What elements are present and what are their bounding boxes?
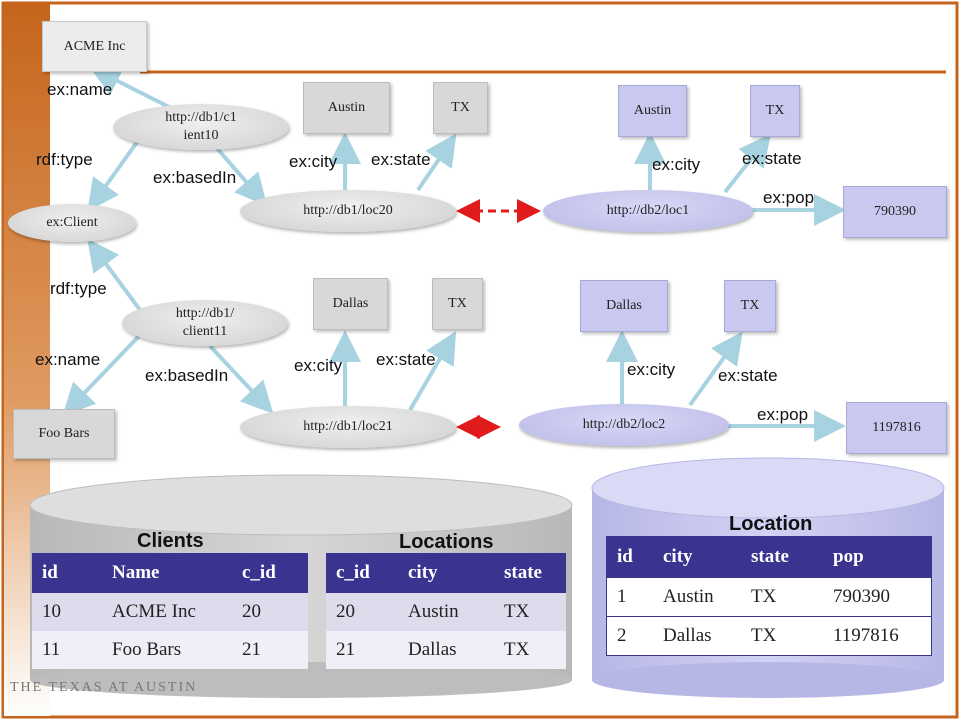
austin-node-db2: Austin (618, 85, 687, 137)
edge-label-basedin-1: ex:basedIn (153, 168, 237, 187)
cell: Foo Bars (102, 631, 232, 669)
edge-label-city-2: ex:city (652, 155, 701, 174)
cell: Austin (653, 577, 741, 617)
edge-loc20-state (416, 133, 457, 192)
clients-table: id Name c_id 10 ACME Inc 20 11 Foo Bars … (32, 553, 308, 669)
locations-table-title: Locations (399, 531, 494, 553)
table-header-row: c_id city state (326, 553, 566, 593)
col-state-header: state (741, 536, 823, 578)
clients-table-title: Clients (137, 530, 204, 552)
edge-client11-name (62, 333, 142, 416)
cell: 11 (32, 631, 102, 669)
cell: TX (741, 577, 823, 617)
edge-label-type-1: rdf:type (36, 150, 93, 169)
edge-label-state-3: ex:state (376, 350, 436, 369)
cell: 20 (326, 593, 398, 631)
acme-inc-node: ACME Inc (42, 21, 147, 72)
cell: Dallas (653, 616, 741, 656)
cell: Austin (398, 593, 494, 631)
col-id-header: id (606, 536, 653, 578)
edge-client11-type (87, 238, 142, 312)
austin-node-db1: Austin (303, 82, 390, 134)
col-pop-header: pop (823, 536, 932, 578)
dallas-node-db2: Dallas (580, 280, 668, 332)
pop-node-790390: 790390 (843, 186, 947, 238)
edge-db2loc2-state (688, 331, 743, 407)
col-name-header: Name (102, 553, 232, 593)
cell: Dallas (398, 631, 494, 669)
tx-node-db2-a: TX (750, 85, 800, 137)
col-state-header: state (494, 553, 566, 593)
client10-node: http://db1/c1 ient10 (113, 104, 289, 150)
table-row: 2 Dallas TX 1197816 (606, 616, 932, 656)
edge-label-city-1: ex:city (289, 152, 338, 171)
locations-table: c_id city state 20 Austin TX 21 Dallas T… (326, 553, 566, 669)
edge-label-city-3: ex:city (294, 356, 343, 375)
edge-loc21-state (408, 331, 457, 412)
table-row: 10 ACME Inc 20 (32, 593, 308, 631)
table-header-row: id city state pop (606, 536, 932, 578)
cell: 790390 (823, 577, 932, 617)
location-table: id city state pop 1 Austin TX 790390 2 D… (606, 536, 932, 656)
db2-loc1-node: http://db2/loc1 (543, 190, 753, 232)
db2-loc2-node: http://db2/loc2 (519, 404, 729, 446)
edge-label-pop-1: ex:pop (763, 188, 815, 207)
tx-node-db1-b: TX (432, 278, 483, 330)
loc21-node: http://db1/loc21 (240, 406, 456, 448)
edge-client11-basedin (208, 344, 274, 414)
cell: TX (494, 631, 566, 669)
table-row: 20 Austin TX (326, 593, 566, 631)
table-row: 11 Foo Bars 21 (32, 631, 308, 669)
tx-node-db1-a: TX (433, 82, 488, 134)
dallas-node-db1: Dallas (313, 278, 388, 330)
cell: TX (494, 593, 566, 631)
edge-label-city-4: ex:city (627, 360, 676, 379)
col-cid-header: c_id (232, 553, 308, 593)
edge-label-state-2: ex:state (742, 149, 802, 168)
pop-node-1197816: 1197816 (846, 402, 947, 454)
location-table-title: Location (729, 513, 813, 535)
edge-label-type-2: rdf:type (50, 279, 107, 298)
table-row: 21 Dallas TX (326, 631, 566, 669)
cell: 2 (606, 616, 653, 656)
cell: 10 (32, 593, 102, 631)
cell: 21 (326, 631, 398, 669)
edge-client10-type (87, 136, 142, 212)
col-id-header: id (32, 553, 102, 593)
edge-label-basedin-2: ex:basedIn (145, 366, 229, 385)
edge-label-state-4: ex:state (718, 366, 778, 385)
table-header-row: id Name c_id (32, 553, 308, 593)
loc20-node: http://db1/loc20 (240, 190, 456, 232)
edge-client10-name (88, 66, 176, 112)
cell: 1197816 (823, 616, 932, 656)
foo-bars-node: Foo Bars (13, 409, 115, 459)
tx-node-db2-b: TX (724, 280, 776, 332)
cell: ACME Inc (102, 593, 232, 631)
cell: 21 (232, 631, 308, 669)
table-row: 1 Austin TX 790390 (606, 577, 932, 617)
edge-db2loc1-state (723, 133, 771, 194)
client11-node: http://db1/ client11 (122, 300, 288, 346)
edge-label-state-1: ex:state (371, 150, 431, 169)
col-cid-header: c_id (326, 553, 398, 593)
edge-label-pop-2: ex:pop (757, 405, 809, 424)
edge-label-name-2: ex:name (35, 350, 101, 369)
cell: TX (741, 616, 823, 656)
col-city-header: city (398, 553, 494, 593)
edge-label-name-1: ex:name (47, 80, 113, 99)
university-logo: THE TEXAS AT AUSTIN (10, 680, 198, 695)
cell: 20 (232, 593, 308, 631)
cell: 1 (606, 577, 653, 617)
col-city-header: city (653, 536, 741, 578)
ex-client-node: ex:Client (8, 204, 136, 242)
edge-client10-basedin (213, 144, 268, 207)
